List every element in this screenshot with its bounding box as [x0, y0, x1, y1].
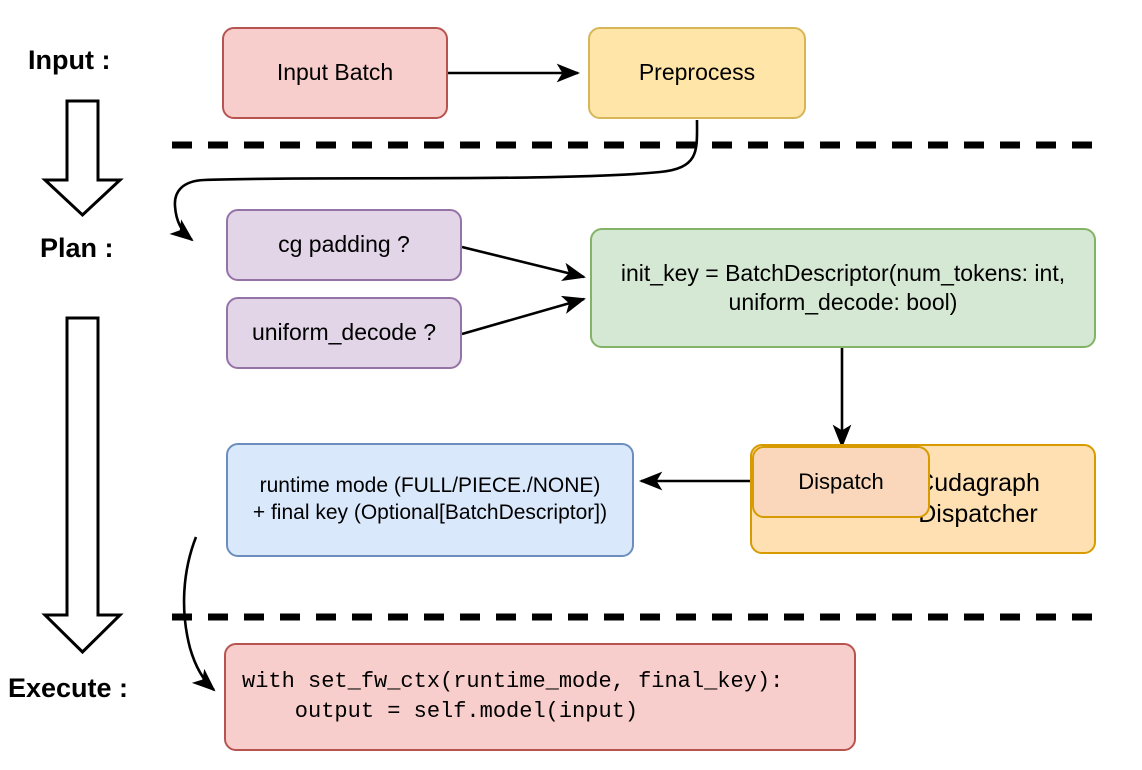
node-cg-padding[interactable]: cg padding ?: [226, 209, 462, 281]
node-cudagraph-dispatcher-line1: Cudagraph: [916, 468, 1040, 497]
stage-label-execute: Execute :: [8, 673, 129, 703]
node-dispatch-label: Dispatch: [798, 468, 884, 494]
node-init-key[interactable]: init_key = BatchDescriptor(num_tokens: i…: [590, 228, 1096, 348]
node-cudagraph-dispatcher-text: Cudagraph Dispatcher: [878, 468, 1078, 531]
node-input-batch-label: Input Batch: [276, 59, 394, 86]
node-execute-code[interactable]: with set_fw_ctx(runtime_mode, final_key)…: [224, 643, 856, 751]
block-arrow-input-to-plan: [41, 99, 124, 218]
arrow-runtimemode-to-code: [182, 536, 216, 692]
node-preprocess[interactable]: Preprocess: [588, 27, 806, 119]
arrow-cgpadding-to-initkey: [461, 245, 587, 281]
node-runtime-mode-line2: + final key (Optional[BatchDescriptor]): [252, 501, 608, 524]
node-cudagraph-dispatcher-line2: Dispatcher: [918, 500, 1038, 528]
node-init-key-line2: uniform_decode: bool): [728, 289, 958, 315]
node-init-key-text: init_key = BatchDescriptor(num_tokens: i…: [621, 259, 1065, 318]
stage-label-input: Input :: [28, 45, 111, 75]
node-init-key-line1: init_key = BatchDescriptor(num_tokens: i…: [620, 259, 1066, 286]
node-dispatch[interactable]: Dispatch: [752, 446, 930, 518]
node-cg-padding-label: cg padding ?: [278, 231, 410, 258]
arrow-uniformdecode-to-initkey: [461, 295, 586, 336]
node-runtime-mode-text: runtime mode (FULL/PIECE./NONE) + final …: [253, 473, 607, 527]
node-runtime-mode[interactable]: runtime mode (FULL/PIECE./NONE) + final …: [226, 443, 634, 557]
node-execute-code-line2: output = self.model(input): [242, 699, 639, 724]
node-execute-code-line1: with set_fw_ctx(runtime_mode, final_key)…: [242, 669, 784, 695]
node-uniform-decode-label: uniform_decode ?: [251, 319, 437, 346]
node-preprocess-label: Preprocess: [638, 59, 756, 86]
node-execute-code-text: with set_fw_ctx(runtime_mode, final_key)…: [242, 667, 783, 726]
node-runtime-mode-line1: runtime mode (FULL/PIECE./NONE): [259, 474, 601, 498]
node-input-batch[interactable]: Input Batch: [222, 27, 448, 119]
block-arrow-plan-to-execute: [41, 316, 124, 655]
stage-label-plan: Plan :: [40, 233, 114, 263]
node-uniform-decode[interactable]: uniform_decode ?: [226, 297, 462, 369]
